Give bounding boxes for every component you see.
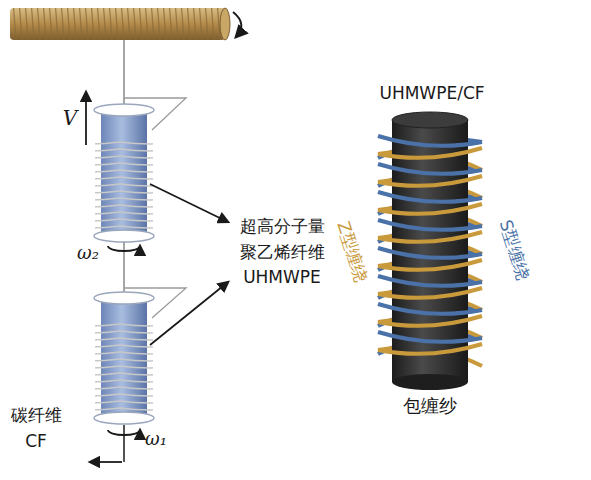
upper-bobbin <box>94 98 186 251</box>
speed-arrow <box>85 92 87 145</box>
wrap-label: Z型缠绕 <box>330 218 374 285</box>
fiber-label: 碳纤维 CF <box>4 403 68 454</box>
speed-symbol: ω₂ <box>77 239 99 266</box>
lower-bobbin <box>94 288 186 435</box>
speed-label: V <box>63 103 77 133</box>
leader-arrow <box>150 184 228 222</box>
leader-arrow <box>150 282 228 345</box>
feed-arrow <box>90 461 122 463</box>
speed-symbol: ω₁ <box>145 425 167 452</box>
helix-front <box>378 136 482 354</box>
yarn-line <box>123 425 125 462</box>
yarn-line <box>123 40 125 110</box>
wrapped-yarn <box>378 112 482 390</box>
fiber-label: 超高分子量 聚乙烯纤维 UHMWPE <box>232 214 332 291</box>
take-up-spool <box>10 8 241 40</box>
yarn-caption: 包缠纱 <box>403 392 457 419</box>
yarn-title: UHMWPE/CF <box>379 81 484 107</box>
wrap-label: S型缠绕 <box>492 217 535 284</box>
